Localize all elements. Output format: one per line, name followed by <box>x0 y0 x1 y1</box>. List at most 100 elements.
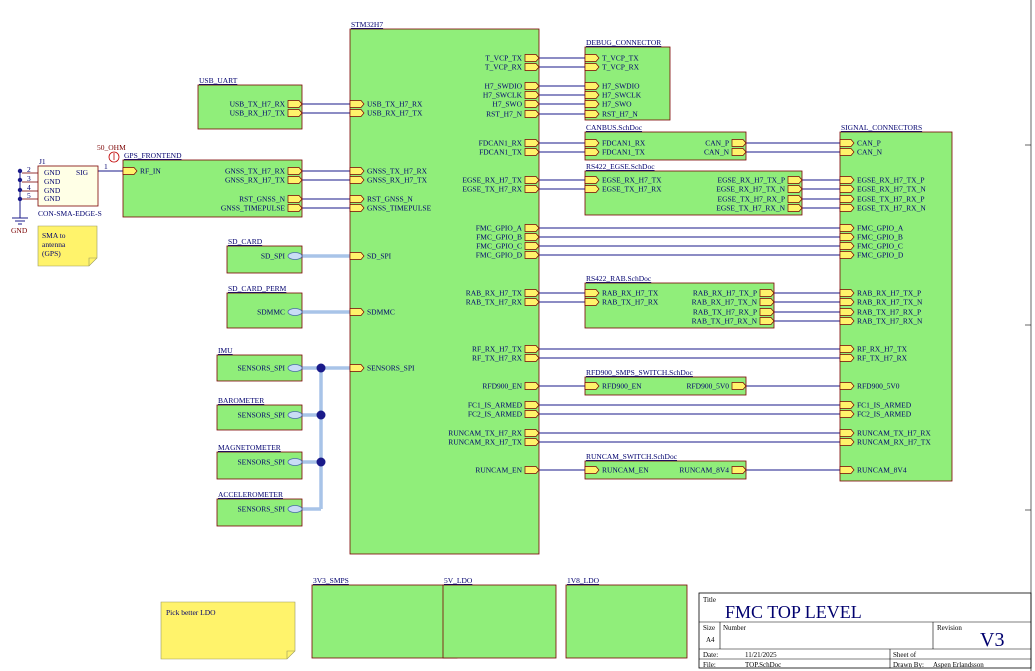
mcu-t-vcp-rx-port <box>524 63 540 71</box>
gps-gnss-timepulse-port <box>287 204 303 212</box>
rab-rab-rx-h7-tx-n-label: RAB_RX_H7_TX_N <box>692 298 758 307</box>
power-3v3-smps: 3V3_SMPS <box>311 576 458 659</box>
signal-can-p-port <box>839 139 855 147</box>
egse-block: RS422_EGSE.SchDocEGSE_RX_H7_TXEGSE_TX_H7… <box>584 162 803 216</box>
egse-block-body <box>584 170 803 216</box>
mcu-rab-rx-h7-tx-label: RAB_RX_H7_TX <box>466 289 523 298</box>
canbus-can-p-label: CAN_P <box>705 139 729 148</box>
bus-junction <box>316 457 326 467</box>
rab-left-rx-label: RAB_RX_H7_TX <box>602 289 659 298</box>
egse-left-rx-port <box>584 176 600 184</box>
signal-rfd900-5v0-label: RFD900_5V0 <box>857 382 900 391</box>
gps-rf-in-label: RF_IN <box>140 167 161 176</box>
rfd900-5v0-port <box>731 382 747 390</box>
debug-h7-swo-label: H7_SWO <box>602 100 632 109</box>
canbus-block-title: CANBUS.SchDoc <box>586 123 643 132</box>
signal-rab-tx-h7-rx-n-port <box>839 317 855 325</box>
connector-gnd-label: GND <box>44 168 61 177</box>
rab-rab-tx-h7-rx-n-port <box>759 317 775 325</box>
mcu-h7-swdio-port <box>524 82 540 90</box>
signal-runcam-rx-h7-tx-port <box>839 438 855 446</box>
signal-can-n-port <box>839 148 855 156</box>
mcu-sd-spi-label: SD_SPI <box>367 252 392 261</box>
signal-can-p-label: CAN_P <box>857 139 881 148</box>
sensor-magnetometer-spi-label: SENSORS_SPI <box>237 458 285 467</box>
number-label: Number <box>723 624 747 632</box>
mcu-egse-tx-h7-rx-label: EGSE_TX_H7_RX <box>462 185 522 194</box>
rab-rab-tx-h7-rx-p-port <box>759 308 775 316</box>
egse-block-title: RS422_EGSE.SchDoc <box>586 162 655 171</box>
debug-h7-swdio-label: H7_SWDIO <box>602 82 640 91</box>
title-label: Title <box>703 596 716 604</box>
signal-fmc-gpio-a-port <box>839 224 855 232</box>
mcu-fdcan1-tx-port <box>524 148 540 156</box>
debug-connector: DEBUG_CONNECTORT_VCP_TXT_VCP_RXH7_SWDIOH… <box>584 38 671 121</box>
note-sma-text: antenna <box>42 240 66 249</box>
mcu-h7-swo-label: H7_SWO <box>492 100 522 109</box>
drawn-value: Aspen Erlandsson <box>933 661 984 669</box>
signal-egse-tx-h7-rx-p-label: EGSE_TX_H7_RX_P <box>857 195 925 204</box>
mcu-runcam-rx-h7-tx-port <box>524 438 540 446</box>
egse-left-rx-label: EGSE_RX_H7_TX <box>602 176 662 185</box>
gps-rst-gnss-n-label: RST_GNSS_N <box>239 195 285 204</box>
rfd900-block-title: RFD900_SMPS_SWITCH.SchDoc <box>586 368 694 377</box>
mcu-block: STM32H7USB_TX_H7_RXUSB_RX_H7_TXGNSS_TX_H… <box>349 20 540 555</box>
date-value: 11/21/2025 <box>745 651 777 659</box>
note-sma-body <box>37 225 98 267</box>
debug-t-vcp-tx-port <box>584 54 600 62</box>
mcu-fc1-is-armed-label: FC1_IS_ARMED <box>468 401 523 410</box>
mcu-fmc-gpio-c-label: FMC_GPIO_C <box>476 242 522 251</box>
note-ldo-body <box>160 601 296 660</box>
signal-fmc-gpio-a-label: FMC_GPIO_A <box>857 224 904 233</box>
connector-sig-label: SIG <box>76 168 89 177</box>
mcu-fmc-gpio-b-label: FMC_GPIO_B <box>476 233 522 242</box>
mcu-rab-tx-h7-rx-port <box>524 298 540 306</box>
mcu-fmc-gpio-a-port <box>524 224 540 232</box>
mcu-usb-tx-h7-rx-port <box>349 100 365 108</box>
mcu-t-vcp-tx-port <box>524 54 540 62</box>
mcu-fmc-gpio-b-port <box>524 233 540 241</box>
debug-rst-h7-n-port <box>584 110 600 118</box>
sd-card-block-body <box>226 245 303 274</box>
power-3v3-smps-title: 3V3_SMPS <box>313 576 349 585</box>
gps-gnss-rx-h7-tx-port <box>287 176 303 184</box>
mcu-gnss-tx-h7-rx-port <box>349 167 365 175</box>
mcu-gnss-rx-h7-tx-port <box>349 176 365 184</box>
mcu-fmc-gpio-d-port <box>524 251 540 259</box>
signal-runcam-8v4-port <box>839 466 855 474</box>
sensor-imu-spi-label: SENSORS_SPI <box>237 364 285 373</box>
sd-card-perm-block-title: SD_CARD_PERM <box>228 284 287 293</box>
sensor-barometer-title: BAROMETER <box>218 396 264 405</box>
signal-rab-rx-h7-tx-n-port <box>839 298 855 306</box>
size-label: Size <box>703 624 715 632</box>
mcu-rab-rx-h7-tx-port <box>524 289 540 297</box>
signal-rab-tx-h7-rx-p-port <box>839 308 855 316</box>
note-sma-fold <box>88 257 97 266</box>
rab-block-title: RS422_RAB.SchDoc <box>586 274 652 283</box>
mcu-t-vcp-tx-label: T_VCP_TX <box>485 54 522 63</box>
gnd-junction <box>17 177 23 183</box>
rab-rab-tx-h7-rx-n-label: RAB_TX_H7_RX_N <box>692 317 758 326</box>
mcu-rst-gnss-n-label: RST_GNSS_N <box>367 195 413 204</box>
sensor-barometer-spi-label: SENSORS_SPI <box>237 411 285 420</box>
mcu-rst-gnss-n-port <box>349 195 365 203</box>
egse-left-tx-port <box>584 185 600 193</box>
mcu-usb-rx-h7-tx-label: USB_RX_H7_TX <box>367 109 423 118</box>
note-ldo-fold <box>286 650 295 659</box>
sensor-accelerometer-title: ACCELEROMETER <box>218 490 283 499</box>
canbus-fdcan1-tx-label: FDCAN1_TX <box>602 148 646 157</box>
note-ldo: Pick better LDO <box>160 601 296 660</box>
mcu-h7-swclk-port <box>524 91 540 99</box>
signal-fc1-is-armed-label: FC1_IS_ARMED <box>857 401 912 410</box>
mcu-egse-tx-h7-rx-port <box>524 185 540 193</box>
signal-runcam-tx-h7-rx-port <box>839 429 855 437</box>
mcu-h7-swdio-label: H7_SWDIO <box>485 82 523 91</box>
revision-value: V3 <box>980 629 1004 651</box>
rab-block-body <box>584 282 775 329</box>
revision-label: Revision <box>937 624 962 632</box>
canbus-can-p-port <box>731 139 747 147</box>
rfd900-en-port <box>584 382 600 390</box>
